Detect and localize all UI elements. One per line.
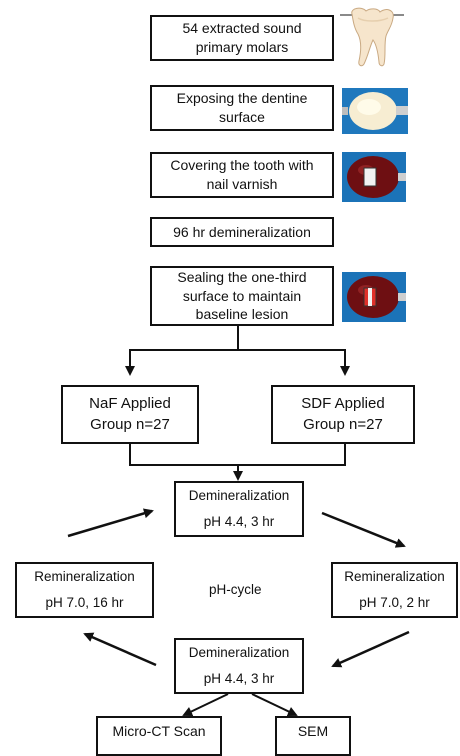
step-nail-varnish: Covering the tooth with nail varnish xyxy=(150,152,334,198)
sealed-lesion-tooth-image xyxy=(342,272,406,322)
arrow-remin-left-to-demin xyxy=(67,508,154,538)
cycle-demineralization-top: Demineralization pH 4.4, 3 hr xyxy=(174,481,304,537)
group-sdf-applied: SDF Applied Group n=27 xyxy=(271,385,415,444)
step-extracted-molars: 54 extracted sound primary molars xyxy=(150,15,334,61)
arrow-demin-to-remin-right xyxy=(321,511,406,548)
output-micro-ct-scan: Micro-CT Scan xyxy=(96,716,222,756)
cycle-demineralization-bottom: Demineralization pH 4.4, 3 hr xyxy=(174,638,304,694)
arrow-remin-right-to-demin xyxy=(331,630,410,668)
dentine-surface-image xyxy=(342,88,408,134)
arrow-to-sem xyxy=(251,693,298,717)
ph-cycle-label: pH-cycle xyxy=(209,582,262,597)
group-naf-applied: NaF Applied Group n=27 xyxy=(61,385,199,444)
step-sealing-baseline: Sealing the one-third surface to maintai… xyxy=(150,266,334,326)
cycle-remineralization-left: Remineralization pH 7.0, 16 hr xyxy=(15,562,154,618)
tooth-molar-image xyxy=(340,6,404,68)
step-expose-dentine: Exposing the dentine surface xyxy=(150,85,334,131)
output-sem: SEM xyxy=(275,716,351,756)
arrow-demin-to-remin-left xyxy=(83,632,157,667)
arrow-to-microct xyxy=(182,693,229,717)
cycle-remineralization-right: Remineralization pH 7.0, 2 hr xyxy=(331,562,458,618)
nail-varnish-tooth-image xyxy=(342,152,406,202)
step-96hr-demineralization: 96 hr demineralization xyxy=(150,217,334,247)
